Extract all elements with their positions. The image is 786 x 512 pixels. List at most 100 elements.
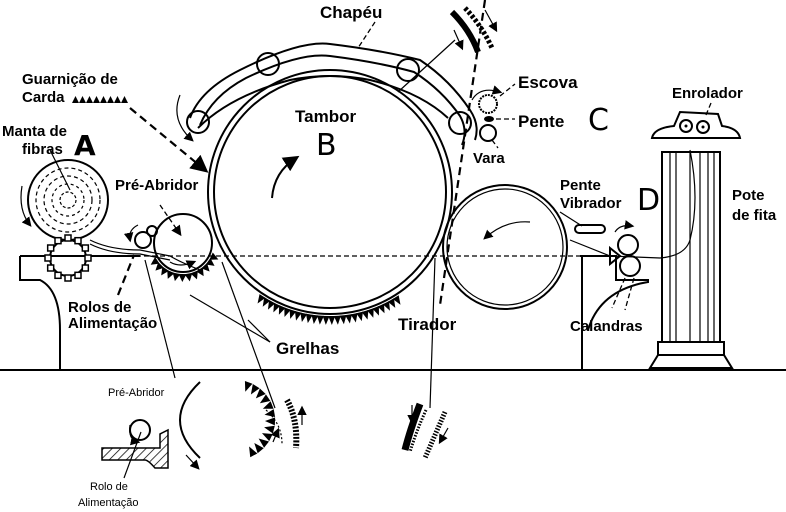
label-rolos-2: Alimentação	[68, 315, 157, 332]
sawtooth-tooth	[93, 96, 100, 103]
label-manta-2: fibras	[22, 141, 63, 158]
brush-roll	[478, 94, 498, 114]
grid-tooth	[259, 394, 271, 404]
grid-tooth	[262, 401, 274, 409]
grid-tooth	[196, 267, 204, 277]
flat-detail	[397, 6, 498, 93]
revolving-flats	[186, 42, 478, 146]
gear-tooth	[54, 271, 62, 280]
grid-tooth	[264, 417, 276, 426]
section-letter-a: A	[74, 129, 96, 162]
grid-tooth	[172, 272, 181, 282]
licker-in-grid-teeth	[150, 252, 219, 282]
licker-in-roll	[153, 213, 213, 273]
grid-tooth	[254, 442, 264, 454]
grid-tooth	[345, 314, 353, 324]
grid-tooth	[350, 312, 358, 323]
label-grelhas: Grelhas	[276, 339, 339, 358]
sawtooth-tooth	[86, 96, 93, 103]
grid-tooth	[311, 314, 319, 325]
cylinder-grid-bars	[257, 294, 401, 325]
licker-in-detail	[101, 381, 276, 479]
label-enrolador: Enrolador	[672, 85, 743, 102]
lap-rotation-arrow	[20, 185, 32, 227]
grid-tooth	[377, 303, 385, 314]
gear-tooth	[74, 271, 82, 280]
label-pre-abridor: Pré-Abridor	[115, 177, 199, 194]
label-pente: Pente	[518, 112, 564, 131]
grid-tooth	[300, 312, 308, 322]
grid-tooth	[356, 311, 363, 322]
feed-gear	[44, 234, 92, 282]
grid-tooth	[184, 272, 193, 282]
grid-tooth	[190, 270, 198, 280]
grid-tooth	[305, 313, 313, 324]
grid-tooth	[249, 446, 258, 458]
gear-tooth	[84, 254, 92, 262]
grid-tooth	[262, 297, 271, 307]
grid-tooth	[258, 438, 269, 448]
gear-tooth	[81, 264, 90, 272]
detail-label-rolo-1: Rolo de	[90, 481, 128, 493]
label-rolos-1: Rolos de	[68, 299, 131, 316]
section-letter-d: D	[637, 183, 660, 218]
label-pote-1: Pote	[732, 187, 765, 204]
sawtooth-tooth	[100, 96, 107, 103]
grid-tooth	[316, 315, 324, 325]
grid-tooth	[201, 262, 210, 272]
machine-frame-right	[580, 255, 649, 370]
label-escova: Escova	[518, 73, 578, 92]
gear-tooth	[81, 244, 90, 252]
grid-tooth	[167, 269, 175, 279]
calender-roll-bottom	[619, 255, 641, 277]
gear-tooth	[64, 274, 72, 282]
grid-tooth	[244, 381, 253, 392]
section-letter-b: B	[316, 128, 337, 163]
sawtooth-tooth	[72, 96, 79, 103]
grid-tooth	[361, 309, 369, 320]
gear-tooth	[44, 254, 52, 262]
grid-tooth	[150, 257, 160, 265]
label-pote-2: de fita	[732, 207, 777, 224]
label-vara: Vara	[473, 150, 505, 167]
label-manta-1: Manta de	[2, 123, 67, 140]
calender-roll-top	[617, 234, 639, 256]
grid-tooth	[257, 294, 266, 304]
sawtooth-tooth	[121, 96, 128, 103]
cylinder-flat-detail	[265, 398, 307, 449]
grid-tooth	[161, 266, 169, 276]
sliver-can	[648, 151, 734, 369]
label-guarnicao-1: Guarnição de	[22, 71, 118, 88]
fiber-lap-roll	[27, 159, 109, 241]
label-tambor: Tambor	[295, 107, 356, 126]
grid-tooth	[382, 301, 390, 311]
gear-tooth	[74, 236, 82, 245]
grid-tooth	[264, 425, 275, 434]
label-tirador: Tirador	[398, 315, 457, 334]
doffer-roll	[442, 184, 568, 310]
detail-label-pre-abridor: Pré-Abridor	[108, 387, 165, 399]
label-guarnicao-2: Carda	[22, 89, 65, 106]
cylinder-rotation-arrow	[271, 155, 300, 199]
grid-tooth	[273, 302, 281, 313]
grid-tooth	[289, 309, 297, 319]
grid-tooth	[294, 310, 302, 321]
grid-tooth	[322, 315, 330, 325]
grid-tooth	[328, 315, 336, 325]
section-letter-c: C	[588, 103, 609, 138]
detail-label-rolo-2: Alimentação	[78, 497, 139, 509]
sawtooth-icon	[72, 96, 128, 103]
grid-tooth	[261, 433, 273, 442]
gear-tooth	[46, 244, 55, 252]
grid-tooth	[178, 273, 187, 282]
grid-tooth	[250, 383, 260, 395]
grid-tooth	[278, 305, 286, 315]
gear-tooth	[64, 234, 72, 242]
grid-tooth	[255, 388, 266, 399]
vibrating-comb	[574, 224, 606, 234]
gear-tooth	[54, 236, 62, 245]
grid-tooth	[205, 257, 215, 266]
grid-tooth	[267, 300, 276, 310]
grid-tooth	[155, 262, 164, 271]
